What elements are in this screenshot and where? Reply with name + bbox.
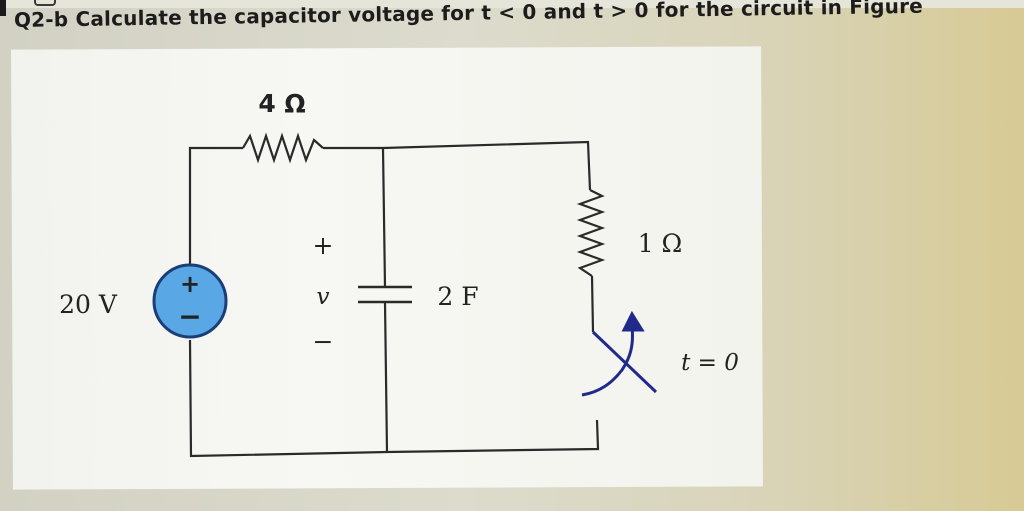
label-source-voltage: 20 V — [59, 290, 118, 319]
wire-capacitor-top — [381, 147, 387, 288]
wires — [188, 140, 600, 458]
label-1ohm: 1 Ω — [638, 229, 683, 258]
window-edge — [0, 0, 6, 16]
voltage-source: + − — [152, 263, 228, 339]
label-capacitance: 2 F — [437, 282, 478, 311]
label-4ohm: 4 Ω — [258, 89, 305, 118]
resistor-1ohm — [576, 189, 606, 277]
wire-top-left — [188, 146, 243, 285]
source-minus: − — [178, 300, 201, 333]
resistor-4ohm — [242, 132, 324, 164]
label-capacitor-voltage: v — [317, 284, 330, 310]
switch — [581, 310, 658, 397]
top-strip — [0, 0, 1024, 8]
corner-icon — [34, 0, 56, 6]
label-switch-time: t = 0 — [681, 350, 739, 376]
wire-capacitor-bottom — [383, 301, 389, 453]
source-plus: + — [180, 270, 200, 298]
label-voltage-minus: − — [313, 327, 334, 356]
label-voltage-plus: + — [313, 231, 334, 260]
wire-right-switch — [590, 275, 595, 333]
wire-bottom — [188, 339, 600, 458]
wire-top-right — [323, 140, 592, 191]
